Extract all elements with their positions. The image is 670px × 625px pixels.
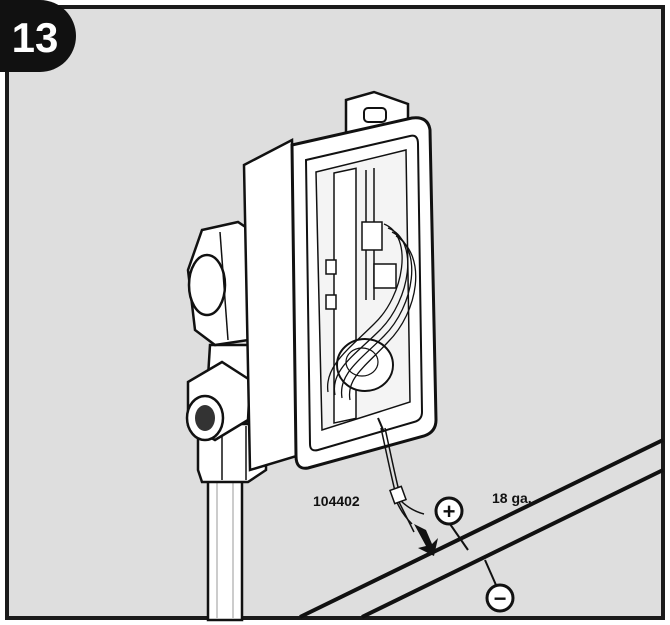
- part-number-label: 104402: [313, 493, 360, 509]
- positive-leader-line: [449, 523, 469, 551]
- control-box: [242, 90, 438, 472]
- wire-connector: [389, 485, 407, 505]
- negative-leader-line: [484, 559, 497, 586]
- step-badge: 13: [0, 0, 76, 72]
- negative-symbol: −: [494, 586, 507, 611]
- arrow-icon: [414, 524, 438, 556]
- wall-wires: [299, 438, 664, 619]
- positive-circle: [434, 496, 464, 526]
- negative-circle: [485, 583, 515, 613]
- positive-symbol: +: [443, 499, 456, 524]
- wire-gauge-label: 18 ga.: [492, 490, 532, 506]
- step-number: 13: [12, 14, 59, 61]
- supply-pipe: [206, 468, 244, 622]
